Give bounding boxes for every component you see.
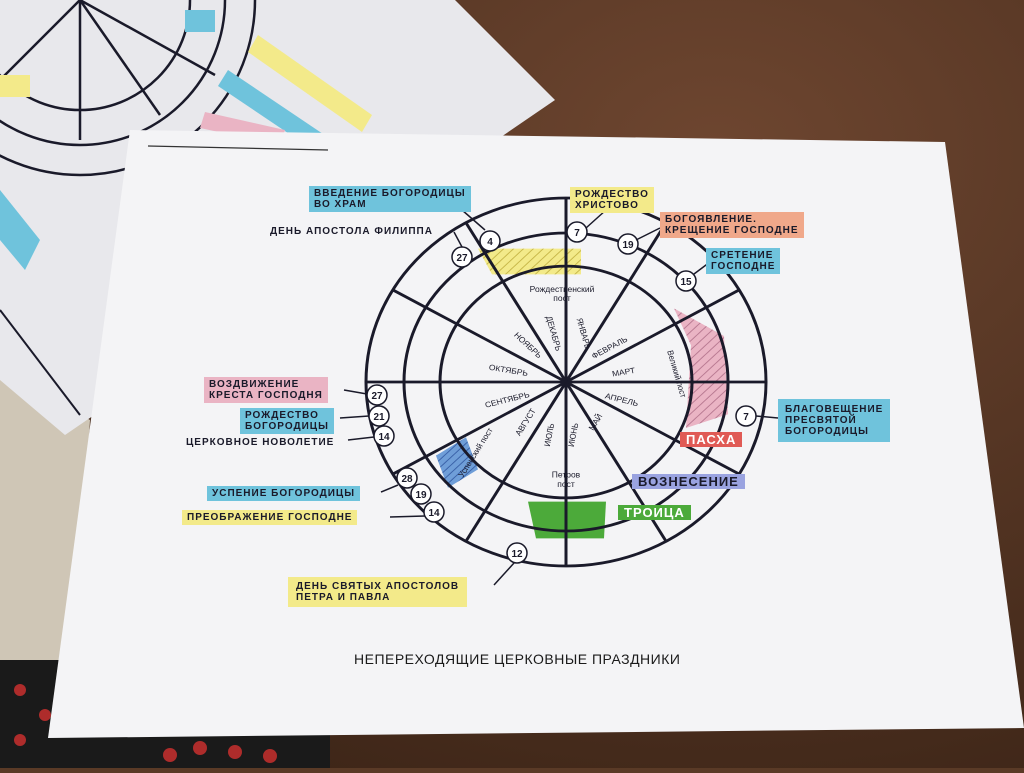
label-novoletie: ЦЕРКОВНОЕ НОВОЛЕТИЕ bbox=[186, 437, 335, 448]
label-blagoveshchenie: БЛАГОВЕЩЕНИЕ ПРЕСВЯТОЙ БОГОРОДИЦЫ bbox=[778, 399, 891, 442]
label-rozhdestvo-bogoroditsy: РОЖДЕСТВО БОГОРОДИЦЫ bbox=[240, 408, 334, 434]
svg-text:4: 4 bbox=[487, 237, 493, 248]
date-marker-bogoyavlenie: 19 bbox=[617, 233, 639, 255]
fast-rozhdestvensky-line1: Рождественский bbox=[530, 285, 595, 294]
svg-text:7: 7 bbox=[574, 228, 580, 239]
label-petr-pavel: ДЕНЬ СВЯТЫХ АПОСТОЛОВ ПЕТРА И ПАВЛА bbox=[288, 577, 468, 607]
svg-text:28: 28 bbox=[401, 474, 413, 485]
label-rozhdestvo: РОЖДЕСТВО ХРИСТОВО bbox=[570, 187, 654, 213]
label-sretenie: СРЕТЕНИЕ ГОСПОДНЕ bbox=[706, 248, 781, 274]
label-troitsa: ТРОИЦА bbox=[618, 505, 691, 520]
cloth-dots bbox=[14, 684, 277, 763]
date-marker-vvedenie: 4 bbox=[479, 230, 501, 252]
svg-text:15: 15 bbox=[680, 277, 692, 288]
fast-petrov-line1: Петров bbox=[552, 471, 580, 480]
background-sheet-line bbox=[0, 309, 81, 416]
date-marker-novoletie: 14 bbox=[373, 425, 395, 447]
label-preobrazhenie: ПРЕОБРАЖЕНИЕ ГОСПОДНЕ bbox=[182, 510, 358, 525]
background-left-label bbox=[0, 190, 40, 270]
background-blue-patch bbox=[185, 10, 215, 32]
background-yellow-label bbox=[248, 35, 372, 132]
month-jul: ИЮЛЬ bbox=[543, 423, 557, 448]
label-vozdvizhenie: ВОЗДВИЖЕНИЕ КРЕСТА ГОСПОДНЯ bbox=[204, 377, 328, 403]
veliky-fast-segment bbox=[674, 308, 728, 428]
background-wheel bbox=[0, 0, 257, 177]
date-marker-sretenie: 15 bbox=[675, 270, 697, 292]
sheet-top-rule bbox=[147, 145, 329, 151]
svg-text:27: 27 bbox=[371, 391, 383, 402]
sheet-caption: НЕПЕРЕХОДЯЩИЕ ЦЕРКОВНЫЕ ПРАЗДНИКИ bbox=[354, 651, 681, 667]
svg-text:27: 27 bbox=[456, 253, 468, 264]
date-marker-petr-pavel: 12 bbox=[506, 542, 528, 564]
label-uspenie: УСПЕНИЕ БОГОРОДИЦЫ bbox=[207, 486, 361, 501]
month-jun: ИЮНЬ bbox=[567, 422, 581, 447]
svg-text:21: 21 bbox=[373, 412, 385, 423]
date-marker-blagoveshchenie: 7 bbox=[735, 405, 757, 427]
date-marker-vozdvizhenie: 27 bbox=[366, 384, 388, 406]
svg-text:7: 7 bbox=[743, 412, 749, 423]
uspensky-fast-segment bbox=[436, 437, 478, 488]
month-spokes bbox=[366, 197, 766, 567]
leader-lines bbox=[339, 209, 779, 586]
date-marker-rozhdestvo: 7 bbox=[566, 221, 588, 243]
rozhdestvensky-fast-segment bbox=[478, 248, 581, 275]
label-vvedenie: ВВЕДЕНИЕ БОГОРОДИЦЫ ВО ХРАМ bbox=[309, 186, 471, 212]
date-marker-rozhdestvo-bogoroditsy: 21 bbox=[368, 405, 390, 427]
fast-rozhdestvensky-line2: пост bbox=[553, 294, 571, 303]
label-bogoyavlenie: БОГОЯВЛЕНИЕ. КРЕЩЕНИЕ ГОСПОДНЕ bbox=[660, 212, 804, 238]
date-marker-filipp: 27 bbox=[451, 246, 473, 268]
date-marker-uspenie: 28 bbox=[396, 467, 418, 489]
background-yellow-patch bbox=[0, 75, 30, 97]
svg-text:19: 19 bbox=[622, 240, 634, 251]
label-pascha: ПАСХА bbox=[680, 432, 743, 447]
svg-text:14: 14 bbox=[428, 508, 440, 519]
date-marker-preobrazhenie: 19 bbox=[410, 483, 432, 505]
month-mar: МАРТ bbox=[611, 366, 635, 378]
label-filipp: ДЕНЬ АПОСТОЛА ФИЛИППА bbox=[270, 226, 433, 237]
date-marker-medovy: 14 bbox=[423, 501, 445, 523]
svg-text:12: 12 bbox=[511, 549, 523, 560]
fast-petrov-line2: пост bbox=[557, 480, 575, 489]
label-voznesenie: ВОЗНЕСЕНИЕ bbox=[632, 474, 745, 489]
svg-text:14: 14 bbox=[378, 432, 390, 443]
svg-text:19: 19 bbox=[415, 490, 427, 501]
